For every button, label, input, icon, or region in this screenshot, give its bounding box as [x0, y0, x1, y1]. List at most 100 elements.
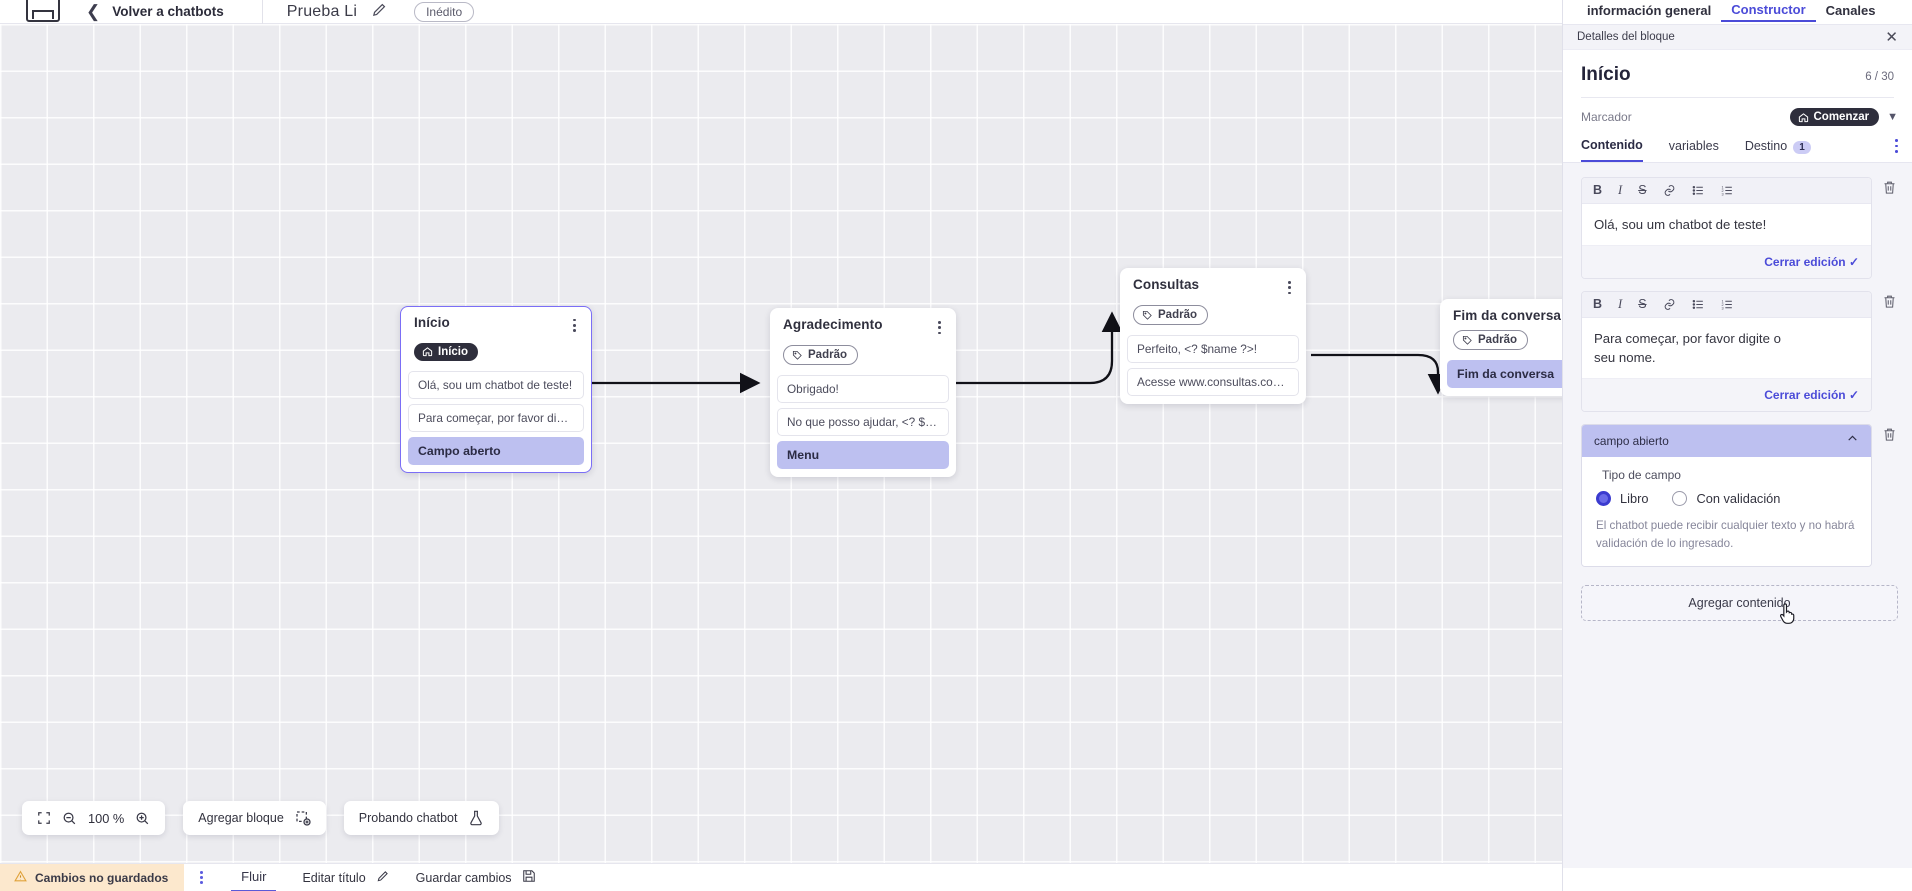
- bullet-list-icon[interactable]: [1692, 184, 1705, 197]
- radio-con-validacion[interactable]: Con validación: [1672, 491, 1780, 507]
- tag-icon: [792, 350, 802, 360]
- close-edit-button[interactable]: Cerrar edición ✓: [1764, 388, 1859, 403]
- node-row[interactable]: Perfeito, <? $name ?>!: [1127, 334, 1299, 363]
- save-changes-label: Guardar cambios: [415, 870, 512, 885]
- tab-fluir[interactable]: Fluir: [231, 864, 277, 891]
- add-block-button[interactable]: Agregar bloque: [183, 801, 326, 835]
- tab-constructor[interactable]: Constructor: [1721, 2, 1816, 22]
- edit-title-button[interactable]: Editar título: [302, 869, 389, 886]
- status-kebab-icon[interactable]: [200, 870, 204, 885]
- header-divider: [261, 0, 263, 29]
- editor-text[interactable]: Olá, sou um chatbot de teste!: [1582, 204, 1871, 246]
- node-kebab-icon[interactable]: [936, 317, 943, 338]
- node-row[interactable]: Campo aberto: [408, 437, 584, 466]
- svg-text:3: 3: [1721, 192, 1723, 196]
- link-icon[interactable]: [1663, 298, 1676, 311]
- editor-text[interactable]: Para começar, por favor digite o seu nom…: [1582, 318, 1797, 379]
- top-header: ❮ Volver a chatbots Prueba Li Inédito: [0, 0, 1562, 29]
- node-kebab-icon[interactable]: [571, 315, 578, 336]
- italic-icon[interactable]: I: [1618, 183, 1623, 198]
- radio-libro[interactable]: Libro: [1596, 491, 1648, 507]
- node-rows: Obrigado! No que posso ajudar, <? $name …: [770, 374, 956, 469]
- node-row[interactable]: No que posso ajudar, <? $name …: [777, 407, 949, 436]
- test-chatbot-label: Probando chatbot: [358, 811, 458, 825]
- field-block-card: campo abierto Tipo de campo Libro: [1581, 424, 1898, 568]
- flow-node-fim-da-conversa[interactable]: Fim da conversa Padrão Fim da conversa: [1440, 299, 1562, 396]
- tab-informacion-general[interactable]: información general: [1587, 3, 1712, 18]
- node-tag-label: Padrão: [1478, 334, 1517, 346]
- trash-icon[interactable]: [1880, 177, 1898, 200]
- edit-title-label: Editar título: [302, 870, 366, 885]
- strikethrough-icon[interactable]: S: [1638, 183, 1647, 198]
- save-changes-button[interactable]: Guardar cambios: [416, 869, 536, 886]
- node-row[interactable]: Menu: [777, 440, 949, 469]
- tag-icon: [1462, 335, 1472, 345]
- test-chatbot-button[interactable]: Probando chatbot: [343, 801, 500, 835]
- node-title: Agradecimento: [783, 317, 883, 332]
- app-logo-icon[interactable]: [26, 0, 60, 22]
- bold-icon[interactable]: B: [1593, 297, 1603, 312]
- canvas-toolbar: 100 % Agregar bloque Probando chatbot: [22, 801, 500, 835]
- pencil-icon: [376, 869, 390, 886]
- node-header: Início: [401, 315, 591, 336]
- back-to-chatbots-label[interactable]: Volver a chatbots: [112, 4, 224, 19]
- tab-destino-label: Destino: [1744, 138, 1788, 153]
- divider: [1581, 97, 1894, 98]
- pencil-icon[interactable]: [371, 1, 388, 23]
- node-row[interactable]: Para começar, por favor digite o …: [408, 404, 584, 433]
- node-row[interactable]: Obrigado!: [777, 374, 949, 403]
- add-content-button[interactable]: Agregar contenido: [1581, 585, 1898, 625]
- node-tag-badge: Início: [414, 342, 479, 361]
- node-kebab-icon[interactable]: [1286, 277, 1293, 298]
- tab-canales[interactable]: Canales: [1825, 3, 1876, 18]
- tab-contenido[interactable]: Contenido: [1581, 138, 1643, 162]
- marker-value-group[interactable]: Comenzar ▼: [1789, 108, 1898, 126]
- trash-icon[interactable]: [1880, 424, 1898, 447]
- node-tag-badge: Padrão: [1133, 305, 1208, 326]
- node-row[interactable]: Acesse www.consultas.com par…: [1127, 367, 1299, 396]
- fit-screen-icon[interactable]: [37, 811, 51, 825]
- chevron-left-icon[interactable]: ❮: [86, 2, 101, 21]
- italic-icon[interactable]: I: [1618, 297, 1623, 312]
- zoom-out-icon[interactable]: [62, 811, 77, 826]
- flow-node-agradecimento[interactable]: Agradecimento Padrão Obrigado! No que po…: [770, 308, 956, 477]
- bold-icon[interactable]: B: [1593, 183, 1603, 198]
- add-content-label: Agregar contenido: [1688, 596, 1791, 611]
- field-block-body: Tipo de campo Libro Con validación E: [1582, 457, 1871, 567]
- zoom-in-icon[interactable]: [135, 811, 150, 826]
- field-block-header[interactable]: campo abierto: [1582, 425, 1871, 458]
- open-field-block[interactable]: campo abierto Tipo de campo Libro: [1581, 424, 1872, 568]
- bullet-list-icon[interactable]: [1692, 298, 1705, 311]
- close-icon[interactable]: ✕: [1885, 28, 1898, 46]
- node-row[interactable]: Olá, sou um chatbot de teste!: [408, 371, 584, 400]
- status-bar: Cambios no guardados Fluir Editar título…: [0, 863, 1562, 891]
- tab-variables[interactable]: variables: [1668, 139, 1719, 153]
- flow-canvas[interactable]: Início Início Olá, sou um chatbot de tes…: [0, 24, 1562, 863]
- link-icon[interactable]: [1663, 184, 1676, 197]
- chevron-up-icon[interactable]: [1846, 432, 1859, 450]
- zoom-level: 100 %: [88, 810, 125, 826]
- chevron-down-icon[interactable]: ▼: [1887, 111, 1898, 123]
- svg-text:3: 3: [1721, 307, 1723, 311]
- flow-node-consultas[interactable]: Consultas Padrão Perfeito, <? $name ?>! …: [1120, 268, 1306, 404]
- zoom-controls[interactable]: 100 %: [22, 801, 166, 835]
- svg-text:1: 1: [1721, 299, 1723, 303]
- node-tag-label: Padrão: [1158, 309, 1197, 322]
- marker-badge[interactable]: Comenzar: [1789, 108, 1880, 126]
- content-more-icon[interactable]: [1895, 139, 1898, 160]
- flow-node-inicio[interactable]: Início Início Olá, sou um chatbot de tes…: [400, 306, 592, 473]
- flow-edges: [592, 311, 1449, 395]
- strikethrough-icon[interactable]: S: [1638, 297, 1647, 312]
- trash-icon[interactable]: [1880, 291, 1898, 314]
- node-row[interactable]: Fim da conversa: [1447, 359, 1562, 388]
- save-disk-icon: [522, 869, 536, 886]
- close-edit-button[interactable]: Cerrar edición ✓: [1764, 255, 1859, 270]
